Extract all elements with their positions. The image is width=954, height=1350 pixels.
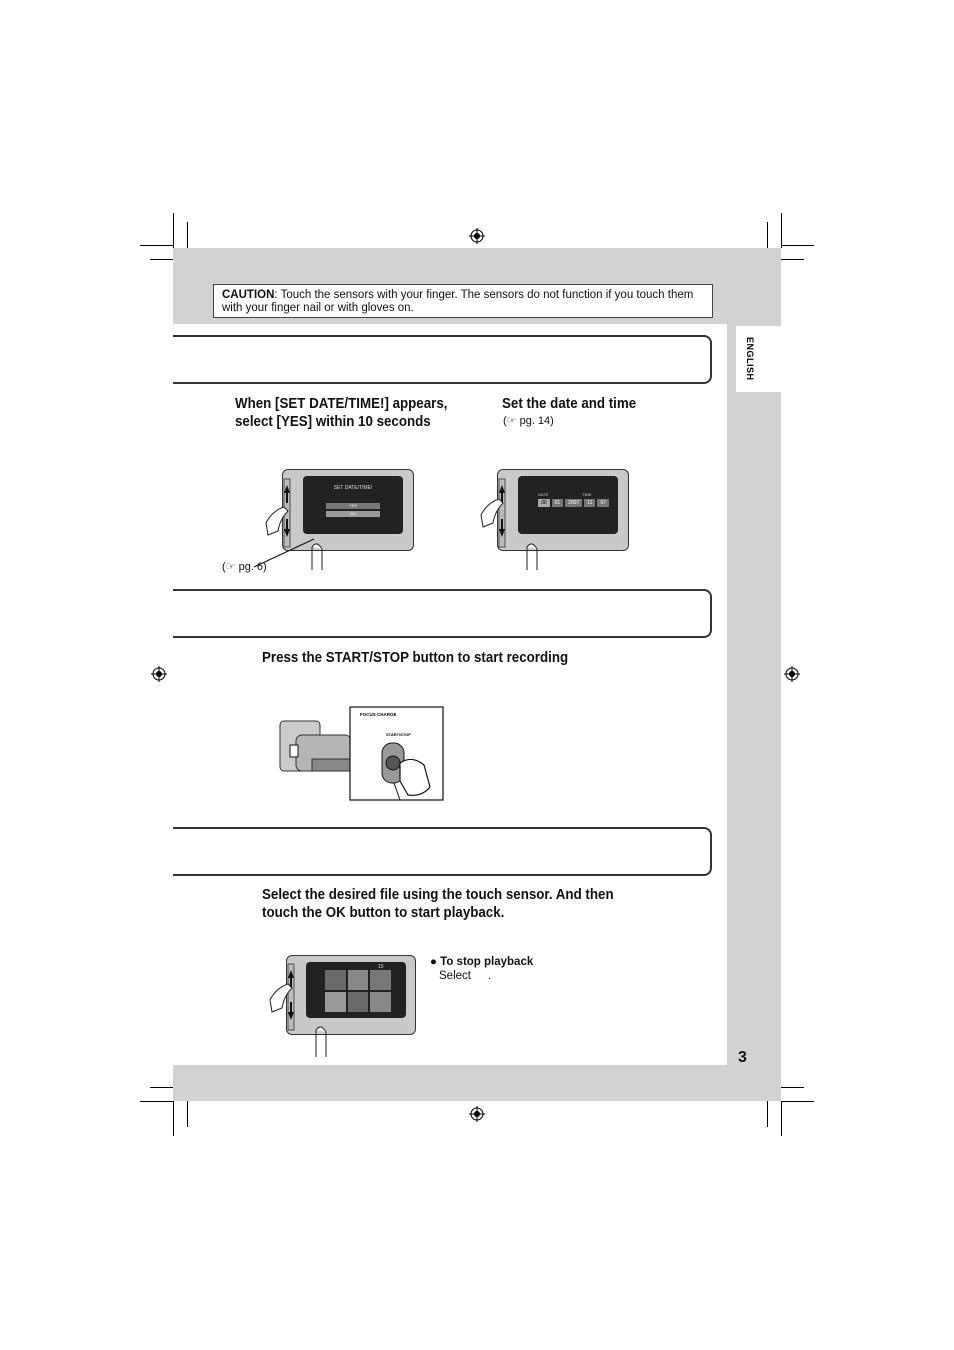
hand-pointer-icon	[265, 478, 323, 570]
hand-pointer-icon	[480, 478, 538, 570]
note-text: Select	[439, 970, 471, 982]
lcd-file-count: 15	[378, 964, 384, 970]
page-reference: (☞ pg. 14)	[503, 415, 554, 427]
caution-label: CAUTION	[222, 289, 275, 301]
thumbnail	[325, 992, 346, 1012]
lcd-date-label: DATE	[538, 492, 549, 497]
camcorder-illustration	[279, 706, 444, 801]
registration-mark-icon	[469, 1106, 485, 1122]
section-bar-3	[173, 827, 712, 876]
caution-box: CAUTION: Touch the sensors with your fin…	[213, 284, 713, 318]
registration-mark-icon	[784, 666, 800, 682]
content-area	[173, 324, 727, 1065]
lcd-field: 07	[597, 499, 610, 507]
step-heading-set-date: When [SET DATE/TIME!] appears, select [Y…	[235, 396, 448, 430]
caution-text: : Touch the sensors with your finger. Th…	[222, 289, 694, 314]
registration-mark-icon	[151, 666, 167, 682]
step-heading-record: Press the START/STOP button to start rec…	[262, 650, 569, 666]
language-tab	[736, 326, 781, 392]
thumbnail	[347, 970, 369, 990]
lcd-time-label: TIME	[582, 492, 592, 497]
thumbnail	[370, 992, 391, 1012]
hand-pointer-icon	[269, 963, 327, 1057]
margin-bottom	[173, 1065, 781, 1101]
bullet-icon: ●	[430, 956, 437, 968]
page-number: 3	[738, 1049, 747, 1066]
section-bar-1	[173, 335, 712, 384]
thumbnail	[347, 992, 369, 1012]
callout-line	[253, 538, 315, 568]
lcd-screen-title: SET DATE/TIME!	[333, 485, 373, 491]
language-tab-label: ENGLISH	[745, 337, 755, 381]
lcd-field: 01	[551, 499, 564, 507]
step-heading-playback: Select the desired file using the touch …	[262, 887, 614, 921]
note-end: .	[487, 970, 492, 982]
section-bar-2	[173, 589, 712, 638]
camera-label-start-stop: START/STOP	[386, 732, 411, 737]
thumbnail	[370, 970, 391, 990]
stop-playback-note: ● To stop playback	[430, 955, 533, 969]
thumbnail	[325, 970, 346, 990]
step-heading-date-time: Set the date and time	[502, 396, 637, 412]
note-body: Select.	[439, 969, 491, 983]
page-reference: (☞ pg. 6)	[222, 561, 267, 573]
camera-label-focus-charge: FOCUS CHARGE	[360, 712, 397, 717]
note-title: To stop playback	[440, 956, 534, 968]
lcd-option-yes: YES	[326, 503, 380, 509]
lcd-field: 11	[584, 499, 596, 507]
lcd-field: 30	[538, 499, 550, 507]
lcd-field: 2007	[565, 499, 583, 507]
registration-mark-icon	[469, 228, 485, 244]
lcd-option-no: NO	[326, 511, 380, 517]
thumbnail-grid	[325, 970, 391, 1012]
lcd-date-fields: 30 01 2007 11 07	[538, 499, 610, 507]
